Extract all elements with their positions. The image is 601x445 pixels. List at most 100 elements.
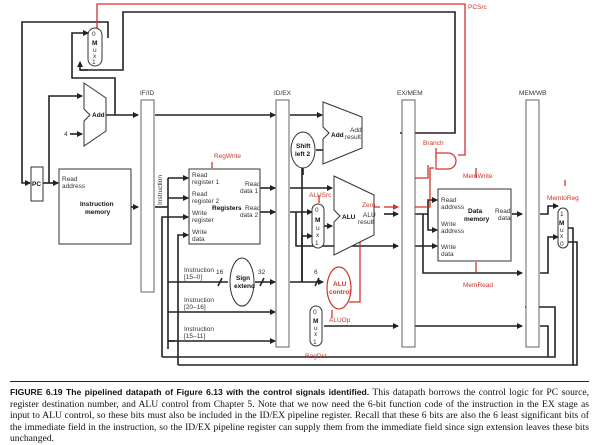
svg-text:Registers: Registers	[212, 205, 242, 212]
svg-text:Shift: Shift	[296, 143, 311, 150]
svg-text:ALU: ALU	[333, 281, 347, 288]
instruction-memory: Read address Instruction memory	[58, 168, 132, 245]
aluop-label: ALUOp	[329, 317, 351, 324]
pipeline-register-ex-mem: EX/MEM	[397, 90, 423, 348]
svg-text:register: register	[192, 217, 215, 224]
svg-text:extend: extend	[234, 283, 255, 290]
datapath-wires	[21, 11, 578, 366]
svg-text:left 2: left 2	[295, 151, 311, 158]
svg-text:Zero: Zero	[362, 202, 376, 209]
svg-text:Read: Read	[245, 205, 261, 212]
alu-control: ALU control	[326, 266, 352, 310]
register-file: Read register 1 Read register 2 Write re…	[188, 168, 261, 245]
svg-text:x: x	[93, 53, 97, 60]
svg-text:ALU: ALU	[342, 214, 356, 221]
pipeline-register-mem-wb: MEM/WB	[519, 90, 546, 348]
svg-text:MEM/WB: MEM/WB	[519, 90, 546, 97]
svg-text:Read: Read	[495, 208, 511, 215]
figure-caption-body: This datapath borrows the control logic …	[10, 387, 590, 445]
pipeline-register-if-id: IF/ID Instruction	[140, 90, 164, 293]
regdst-mux: 0 M u x 1	[309, 305, 323, 347]
svg-text:Instruction: Instruction	[157, 175, 164, 205]
svg-text:address: address	[441, 204, 465, 211]
svg-text:register 2: register 2	[192, 198, 219, 205]
svg-text:control: control	[329, 289, 351, 296]
svg-text:M: M	[315, 217, 320, 224]
svg-text:Read: Read	[62, 176, 78, 183]
data-memory: Read address Write address Write data Da…	[437, 188, 512, 262]
svg-text:1: 1	[92, 59, 96, 66]
memwrite-label: MemWrite	[463, 173, 493, 180]
svg-text:Write: Write	[192, 210, 207, 217]
pipelined-datapath-diagram: 0 M u x 1 PCSrc Add 4 PC Read address In…	[21, 3, 579, 366]
memtoreg-mux: 1 M u x 0	[557, 207, 569, 249]
memread-label: MemRead	[463, 282, 493, 289]
svg-text:Read: Read	[192, 172, 208, 179]
svg-text:1: 1	[560, 211, 564, 218]
bit-width-6: 6	[314, 269, 318, 276]
svg-text:Read: Read	[441, 197, 457, 204]
figure-title: FIGURE 6.19 The pipelined datapath of Fi…	[10, 387, 370, 397]
regwrite-label: RegWrite	[214, 153, 241, 160]
instr-field-15-11-range: [15–11]	[184, 333, 205, 340]
svg-text:Add: Add	[92, 112, 105, 119]
svg-text:memory: memory	[464, 216, 490, 223]
svg-text:Write: Write	[441, 244, 456, 251]
svg-text:0: 0	[92, 31, 96, 38]
svg-text:data: data	[192, 236, 205, 243]
instr-field-20-16: Instruction	[184, 297, 214, 304]
shift-left-2: Shift left 2	[290, 131, 316, 169]
svg-text:Sign: Sign	[236, 275, 250, 282]
svg-text:data: data	[441, 251, 454, 258]
svg-text:Read: Read	[192, 191, 208, 198]
svg-text:u: u	[560, 227, 564, 234]
svg-text:EX/MEM: EX/MEM	[397, 90, 423, 97]
memtoreg-label: MemtoReg	[547, 195, 579, 202]
instr-field-15-0-range: [15–0]	[184, 274, 202, 281]
svg-text:address: address	[441, 228, 465, 235]
svg-text:x: x	[314, 331, 318, 338]
svg-text:x: x	[316, 232, 320, 239]
svg-text:address: address	[62, 183, 86, 190]
pc-mux: 0 M u x 1	[87, 27, 103, 67]
svg-text:M: M	[92, 40, 97, 47]
svg-text:1: 1	[315, 240, 319, 247]
instr-field-15-0: Instruction	[184, 267, 214, 274]
pcsrc-label: PCSrc	[468, 4, 488, 11]
svg-text:0: 0	[313, 309, 317, 316]
sign-extend: Sign extend	[229, 257, 255, 307]
svg-text:0: 0	[560, 241, 564, 248]
svg-text:1: 1	[313, 339, 317, 346]
svg-text:Write: Write	[192, 229, 207, 236]
branch-adder: Add Add result	[322, 101, 363, 165]
svg-text:Write: Write	[441, 221, 456, 228]
svg-text:ID/EX: ID/EX	[274, 90, 292, 97]
svg-text:result: result	[358, 219, 374, 226]
svg-text:M: M	[559, 220, 564, 227]
svg-text:Read: Read	[245, 181, 261, 188]
constant-4: 4	[64, 131, 68, 138]
instr-field-20-16-range: [20–16]	[184, 304, 206, 311]
branch-and-gate	[435, 152, 457, 170]
svg-text:ALU: ALU	[363, 212, 376, 219]
svg-text:u: u	[314, 325, 318, 332]
svg-text:0: 0	[315, 207, 319, 214]
svg-text:Add: Add	[350, 127, 362, 134]
svg-text:data 1: data 1	[240, 188, 258, 195]
svg-text:register 1: register 1	[192, 179, 219, 186]
svg-text:x: x	[560, 233, 564, 240]
svg-text:data 2: data 2	[240, 212, 258, 219]
alusrc-mux: 0 M u x 1	[311, 203, 325, 249]
svg-text:memory: memory	[85, 209, 111, 216]
program-counter: PC	[30, 166, 44, 202]
svg-text:Data: Data	[468, 208, 482, 215]
svg-text:M: M	[313, 318, 318, 325]
branch-label: Branch	[423, 140, 444, 147]
svg-text:result: result	[345, 134, 361, 141]
bit-width-16: 16	[216, 269, 224, 276]
pipeline-register-id-ex: ID/EX	[274, 90, 292, 348]
svg-text:Add: Add	[331, 132, 344, 139]
pc-adder: Add	[83, 82, 107, 147]
figure-caption: FIGURE 6.19 The pipelined datapath of Fi…	[10, 381, 589, 445]
svg-text:Instruction: Instruction	[80, 201, 114, 208]
